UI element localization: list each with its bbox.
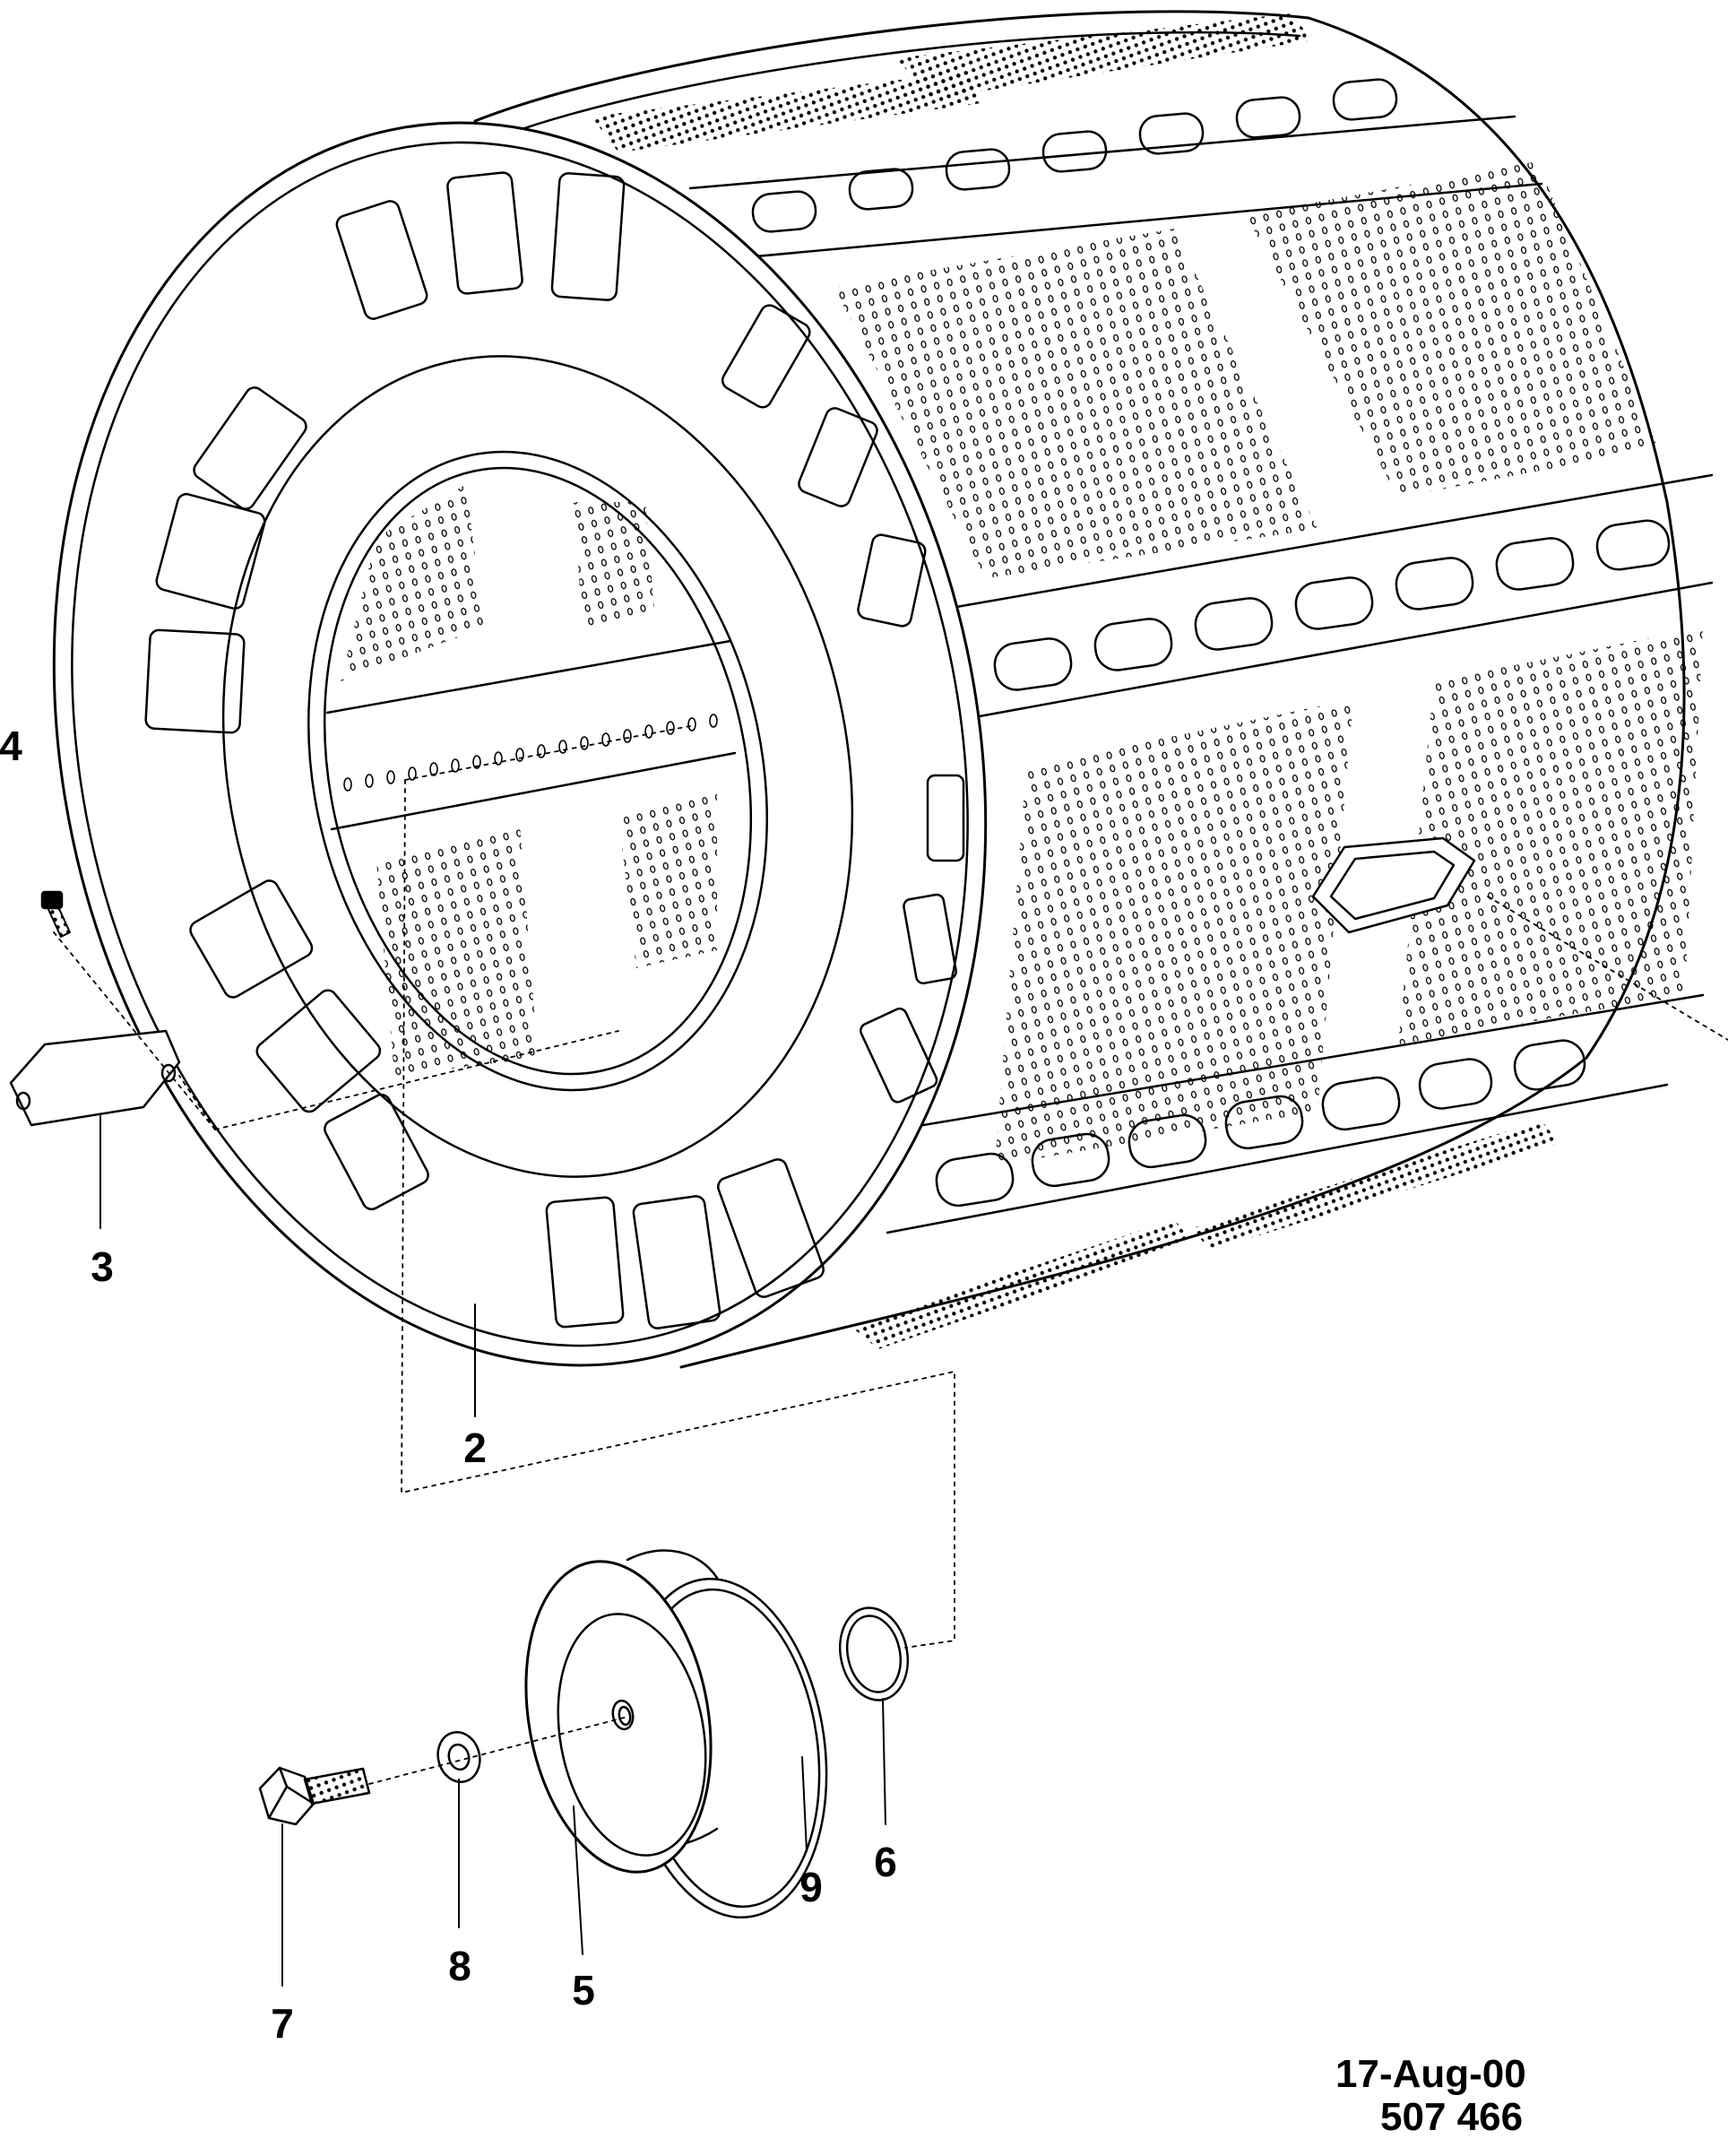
hex-bolt [258,1766,371,1826]
callout-9: 9 [799,1864,823,1910]
pulley-hub [524,1549,828,1919]
callout-6: 6 [874,1839,897,1885]
o-ring [838,1606,910,1701]
assembly-lines [53,725,1728,1785]
callout-7: 7 [271,2000,294,2047]
callout-4: 4 [0,723,22,769]
drawing-stamp: 17-Aug-00 507 466 [1335,2052,1526,2140]
callout-8: 8 [448,1943,471,1989]
screw [40,890,71,938]
callout-2: 2 [463,1424,487,1471]
drum-body [473,10,1714,1369]
callout-5: 5 [572,1967,595,2013]
callout-3: 3 [91,1243,114,1290]
front-end-panel [52,121,988,1367]
cover-plate [9,1029,181,1127]
callout-leaders [99,1115,886,1987]
washer [436,1731,481,1783]
drawing-number: 507 466 [1380,2095,1524,2140]
drawing-date: 17-Aug-00 [1335,2052,1526,2096]
